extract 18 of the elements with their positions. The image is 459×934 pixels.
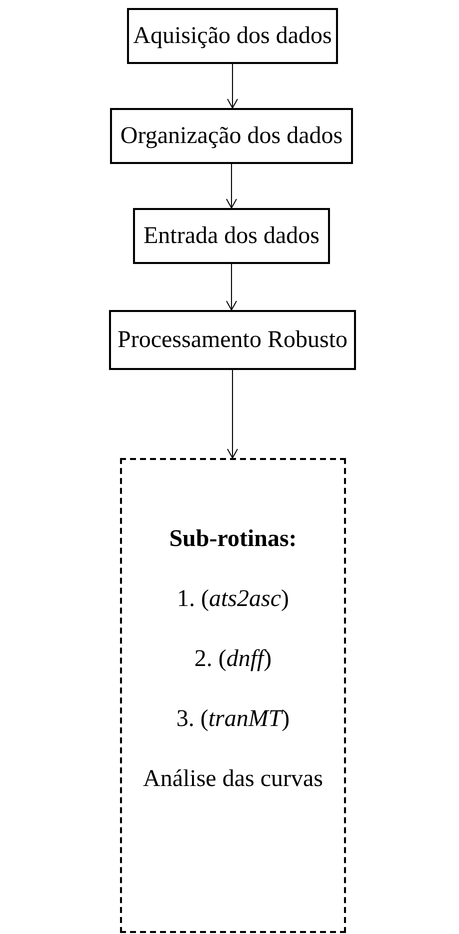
box-label: Aquisição dos dados bbox=[133, 22, 332, 50]
box-label: 1. (ats2asc) bbox=[177, 585, 289, 614]
process-box bbox=[127, 8, 338, 64]
arrow bbox=[226, 264, 237, 310]
arrow bbox=[227, 370, 238, 458]
arrow bbox=[226, 164, 237, 208]
dashed-group-box bbox=[120, 458, 346, 933]
box-label: Entrada dos dados bbox=[144, 222, 320, 250]
box-label: Organização dos dados bbox=[120, 122, 343, 150]
process-box bbox=[110, 108, 353, 164]
heading: Sub-rotinas: bbox=[169, 525, 297, 554]
box-label: 2. (dnff) bbox=[194, 645, 272, 674]
process-box bbox=[109, 310, 356, 370]
process-box bbox=[133, 208, 330, 264]
box-label: Análise das curvas bbox=[143, 765, 323, 794]
box-label: Processamento Robusto bbox=[118, 326, 348, 354]
box-label: 3. (tranMT) bbox=[176, 705, 290, 734]
arrow bbox=[227, 64, 238, 108]
